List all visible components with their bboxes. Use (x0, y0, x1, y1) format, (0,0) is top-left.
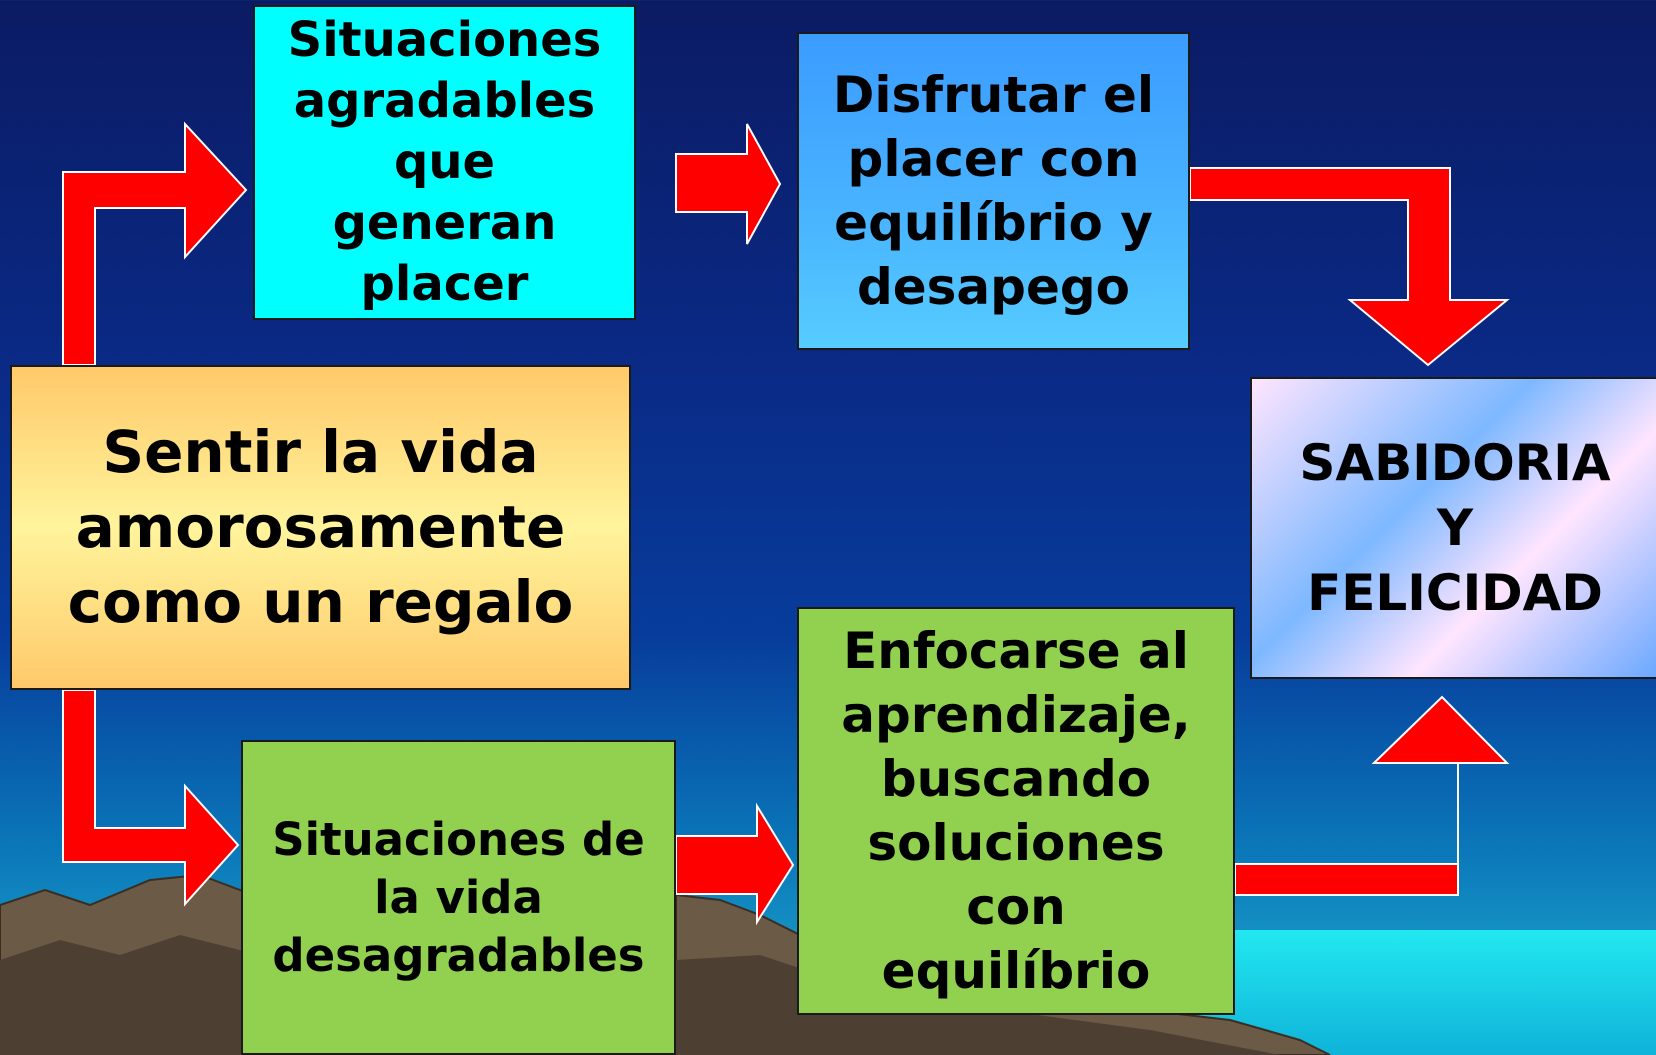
sentir-vida-text: Sentir la vida amorosamente como un rega… (67, 418, 574, 636)
arrow-to-desagradables (62, 689, 240, 907)
situaciones-agradables-box: Situaciones agradables que generan place… (253, 5, 636, 320)
sabiduria-text: SABIDORIA Y FELICIDAD (1299, 433, 1611, 622)
arrow-to-enfocarse (675, 802, 795, 926)
sabiduria-box: SABIDORIA Y FELICIDAD (1250, 377, 1656, 679)
arrow-to-agradables (62, 121, 248, 366)
mountain-shadow (0, 935, 1280, 1055)
enfocarse-text: Enfocarse al aprendizaje, buscando soluc… (841, 622, 1191, 1000)
arrow-to-disfrutar (675, 123, 782, 245)
sentir-vida-box: Sentir la vida amorosamente como un rega… (10, 365, 631, 690)
situaciones-desagradables-box: Situaciones de la vida desagradables (241, 740, 676, 1055)
arrow-from-enfocarse-to-sabiduria (1234, 695, 1510, 896)
disfrutar-box: Disfrutar el placer con equilíbrio y des… (797, 32, 1190, 350)
situaciones-desagradables-text: Situaciones de la vida desagradables (272, 812, 645, 982)
disfrutar-text: Disfrutar el placer con equilíbrio y des… (832, 66, 1155, 316)
enfocarse-box: Enfocarse al aprendizaje, buscando soluc… (797, 607, 1235, 1015)
arrow-to-sabiduria (1189, 167, 1510, 367)
situaciones-agradables-text: Situaciones agradables que generan place… (287, 12, 602, 312)
